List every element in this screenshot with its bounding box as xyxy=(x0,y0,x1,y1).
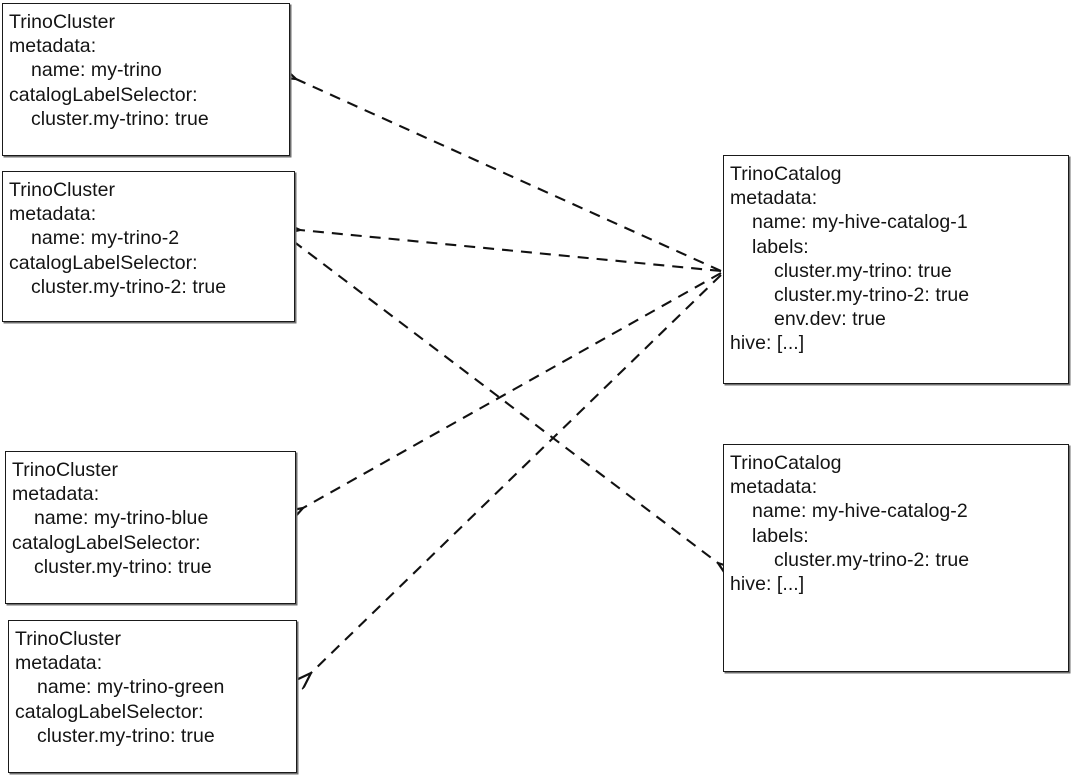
node-line: metadata: xyxy=(730,187,818,210)
node-body: TrinoCluster metadata: name: my-trino-gr… xyxy=(9,621,296,748)
node-trinocatalog-my-hive-catalog-1[interactable]: TrinoCatalog metadata: name: my-hive-cat… xyxy=(723,155,1069,384)
edge-catalog1-to-my-trino xyxy=(296,79,722,272)
node-line: catalogLabelSelector: xyxy=(9,251,198,274)
node-line: TrinoCluster xyxy=(9,179,116,201)
node-line: cluster.my-trino: true xyxy=(31,107,209,130)
edge-catalog1-to-my-trino-blue xyxy=(303,272,722,508)
node-line: cluster.my-trino-2: true xyxy=(31,275,227,298)
node-line: cluster.my-trino: true xyxy=(37,724,215,747)
node-body: TrinoCatalog metadata: name: my-hive-cat… xyxy=(724,445,1068,596)
node-trinocluster-my-trino-2[interactable]: TrinoCluster metadata: name: my-trino-2 … xyxy=(2,171,295,322)
node-line: cluster.my-trino-2: true xyxy=(774,548,970,571)
node-line: name: my-trino-green xyxy=(37,676,225,699)
node-line: catalogLabelSelector: xyxy=(12,531,201,554)
node-line: cluster.my-trino: true xyxy=(774,259,952,282)
node-trinocluster-my-trino-blue[interactable]: TrinoCluster metadata: name: my-trino-bl… xyxy=(5,451,296,604)
node-line: TrinoCluster xyxy=(15,628,122,650)
node-line: name: my-hive-catalog-1 xyxy=(752,211,968,234)
node-line: hive: [...] xyxy=(730,573,805,596)
node-body: TrinoCatalog metadata: name: my-hive-cat… xyxy=(724,156,1068,356)
node-line: metadata: xyxy=(15,652,103,675)
node-line: name: my-trino-2 xyxy=(31,227,180,250)
node-line: labels: xyxy=(752,524,809,547)
node-line: metadata: xyxy=(730,476,818,499)
node-body: TrinoCluster metadata: name: my-trino-bl… xyxy=(6,452,295,579)
node-body: TrinoCluster metadata: name: my-trino ca… xyxy=(3,4,289,131)
node-line: TrinoCatalog xyxy=(730,163,842,185)
edge-my-trino-2-to-catalog2 xyxy=(292,240,718,563)
node-trinocluster-my-trino[interactable]: TrinoCluster metadata: name: my-trino ca… xyxy=(2,3,290,156)
node-line: hive: [...] xyxy=(730,332,805,355)
node-line: catalogLabelSelector: xyxy=(9,83,198,106)
node-line: TrinoCluster xyxy=(12,459,119,481)
node-line: TrinoCluster xyxy=(9,11,116,33)
node-line: name: my-hive-catalog-2 xyxy=(752,500,968,523)
node-line: cluster.my-trino-2: true xyxy=(774,284,970,307)
node-line: name: my-trino xyxy=(31,59,162,82)
node-line: cluster.my-trino: true xyxy=(34,555,212,578)
node-trinocatalog-my-hive-catalog-2[interactable]: TrinoCatalog metadata: name: my-hive-cat… xyxy=(723,444,1069,672)
node-line: env.dev: true xyxy=(774,308,886,331)
node-line: metadata: xyxy=(9,35,97,58)
node-body: TrinoCluster metadata: name: my-trino-2 … xyxy=(3,172,294,299)
node-line: metadata: xyxy=(12,483,100,506)
node-trinocluster-my-trino-green[interactable]: TrinoCluster metadata: name: my-trino-gr… xyxy=(8,620,297,773)
node-line: metadata: xyxy=(9,203,97,226)
edge-catalog1-to-my-trino-2 xyxy=(300,230,722,273)
edge-catalog1-to-my-trino-green xyxy=(311,274,722,673)
node-line: name: my-trino-blue xyxy=(34,507,209,530)
node-line: TrinoCatalog xyxy=(730,452,842,474)
node-line: labels: xyxy=(752,235,809,258)
node-line: catalogLabelSelector: xyxy=(15,700,204,723)
